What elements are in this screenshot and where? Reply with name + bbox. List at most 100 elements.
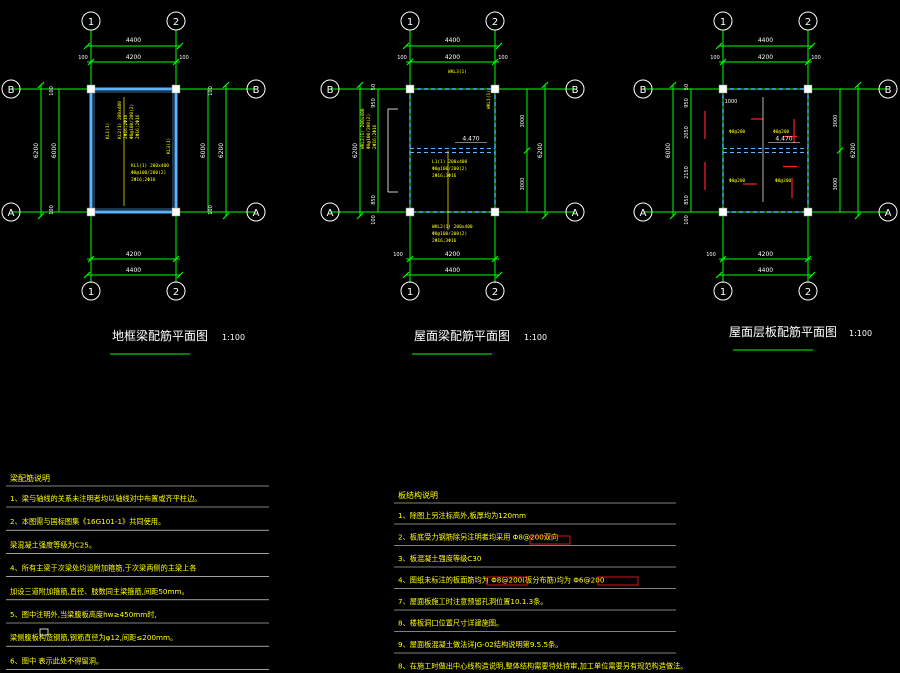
axis-bubble-2-bottom: 2	[485, 281, 505, 301]
axis-bubble-a-left: A	[320, 202, 340, 222]
dimension-tick	[491, 255, 499, 263]
axis-bubble-circle	[81, 11, 101, 31]
dim-top-inner: 4200	[126, 54, 141, 61]
dimension-tick	[854, 212, 862, 220]
column-block	[86, 207, 96, 217]
axis-bubble-circle	[166, 281, 186, 301]
axis-bubble-label: 1	[407, 287, 413, 298]
beam-label: 2Φ16;3Φ16	[432, 173, 457, 179]
axis-bubble-label: 2	[805, 17, 811, 28]
axis-bubble-label: B	[572, 85, 579, 96]
beam-label: Φ8@100/200(2)	[131, 170, 166, 176]
plan-scale: 1:100	[849, 329, 872, 338]
axis-bubble-b-right: B	[878, 79, 898, 99]
notes-line: 2、板底受力钢筋除另注明者均采用 Φ8@200双向	[398, 533, 558, 542]
beam-label: Φ8@200	[729, 129, 746, 135]
notes-line: 8、在施工时做出中心线构造说明,整体结构需要待处待审,加工单位需要另有规范构造做…	[398, 662, 687, 671]
beam-label: Φ8@100/200(2)	[129, 104, 135, 139]
axis-bubble-circle	[878, 79, 898, 99]
dim-left-top: 950	[684, 98, 690, 108]
notes-line: 3、板混凝土强度等级C30	[398, 554, 482, 563]
notes-line: 2、本图需与国标图集《16G101-1》共同使用。	[10, 517, 165, 526]
dimension-tick	[87, 255, 95, 263]
column-block	[803, 84, 813, 94]
axis-bubble-label: 2	[805, 287, 811, 298]
dim-right-bottom: 3000	[833, 178, 839, 191]
axis-bubble-label: 1	[720, 287, 726, 298]
beam-label: Φ8@200	[773, 129, 790, 135]
axis-bubble-label: 2	[492, 17, 498, 28]
column-block	[171, 207, 181, 217]
notes_left-block: 梁配筋说明1、梁与轴线的关系未注明者均以轴线对中布置或齐平柱边。2、本图需与国标…	[6, 473, 269, 670]
dim-bottom-inner: 4200	[758, 251, 773, 258]
dimension-tick	[523, 147, 531, 154]
axis-bubble-2-top: 2	[485, 11, 505, 31]
axis-bubble-circle	[1, 202, 21, 222]
beam-label: WKL1(1)	[486, 90, 492, 109]
beam-label: Φ8@200	[775, 178, 792, 184]
dim-right-top: 3000	[833, 115, 839, 128]
dim-top-right: 100	[498, 55, 508, 61]
notes-line: 6、图中 表示此处不得留洞。	[10, 656, 103, 665]
plan-title: 屋面梁配筋平面图	[414, 328, 510, 343]
column-block	[718, 84, 728, 94]
dim-top-outer: 4400	[126, 37, 141, 44]
axis-bubble-2-bottom: 2	[166, 281, 186, 301]
axis-bubble-1-top: 1	[713, 11, 733, 31]
axis-bubble-label: A	[640, 208, 647, 219]
dim-right-top: 100	[208, 86, 214, 96]
dim-right-outer: 6200	[537, 143, 544, 158]
notes-heading: 板结构说明	[398, 490, 438, 500]
axis-bubble-label: 2	[173, 287, 179, 298]
axis-bubble-b-left: B	[1, 79, 21, 99]
beam-label: KL3(1)	[166, 138, 172, 154]
axis-bubble-circle	[798, 281, 818, 301]
axis-bubble-1-bottom: 1	[81, 281, 101, 301]
level-mark: 4.470	[775, 136, 792, 143]
axis-bubble-circle	[320, 202, 340, 222]
dim-left-top: 950	[371, 98, 377, 108]
dimension-tick	[541, 212, 549, 220]
dimension-tick	[719, 255, 727, 263]
column-block	[405, 84, 415, 94]
axis-bubble-a-left: A	[1, 202, 21, 222]
dimension-tick	[222, 212, 230, 220]
dimension-tick	[176, 271, 184, 279]
notes-line: 1、梁与轴线的关系未注明者均以轴线对中布置或齐平柱边。	[10, 494, 201, 503]
dimension-tick	[836, 147, 844, 154]
beam-label: 2Φ16;2Φ16	[372, 124, 378, 149]
dim-bottom-outer: 4400	[445, 267, 460, 274]
dim-bottom-outer: 4400	[758, 267, 773, 274]
notes-layer: 梁配筋说明1、梁与轴线的关系未注明者均以轴线对中布置或齐平柱边。2、本图需与国标…	[6, 473, 687, 671]
dimension-tick	[854, 81, 862, 89]
dim-top-left: 100	[78, 55, 88, 61]
axis-bubble-circle	[713, 281, 733, 301]
dimension-tick	[83, 271, 91, 279]
dimension-tick	[356, 81, 364, 89]
dim-right-bottom: 100	[208, 205, 214, 215]
dimension-tick	[402, 42, 410, 50]
dimension-tick	[808, 42, 816, 50]
axis-bubble-circle	[713, 11, 733, 31]
axis-bubble-circle	[246, 202, 266, 222]
dim-top-right: 100	[811, 55, 821, 61]
axis-bubble-circle	[633, 79, 653, 99]
axis-bubble-circle	[320, 79, 340, 99]
dim-bottom-inner: 4200	[126, 251, 141, 258]
column-block	[405, 207, 415, 217]
axis-bubble-a-left: A	[633, 202, 653, 222]
dim-left-bottom: 100	[49, 205, 55, 215]
dim-top-outer: 4400	[445, 37, 460, 44]
notes-line: 梁混凝土强度等级为C25。	[10, 540, 96, 549]
beam-label: Φ8@100/200(2)	[432, 166, 467, 172]
axis-bubble-label: 1	[88, 287, 94, 298]
dim-left-bottom: 850	[684, 195, 690, 205]
axis-bubble-circle	[878, 202, 898, 222]
beam-label: WKL2(1) 200x400	[432, 224, 473, 230]
axis-bubble-circle	[400, 11, 420, 31]
axis-bubble-1-bottom: 1	[713, 281, 733, 301]
no-hole-symbol	[39, 628, 49, 636]
